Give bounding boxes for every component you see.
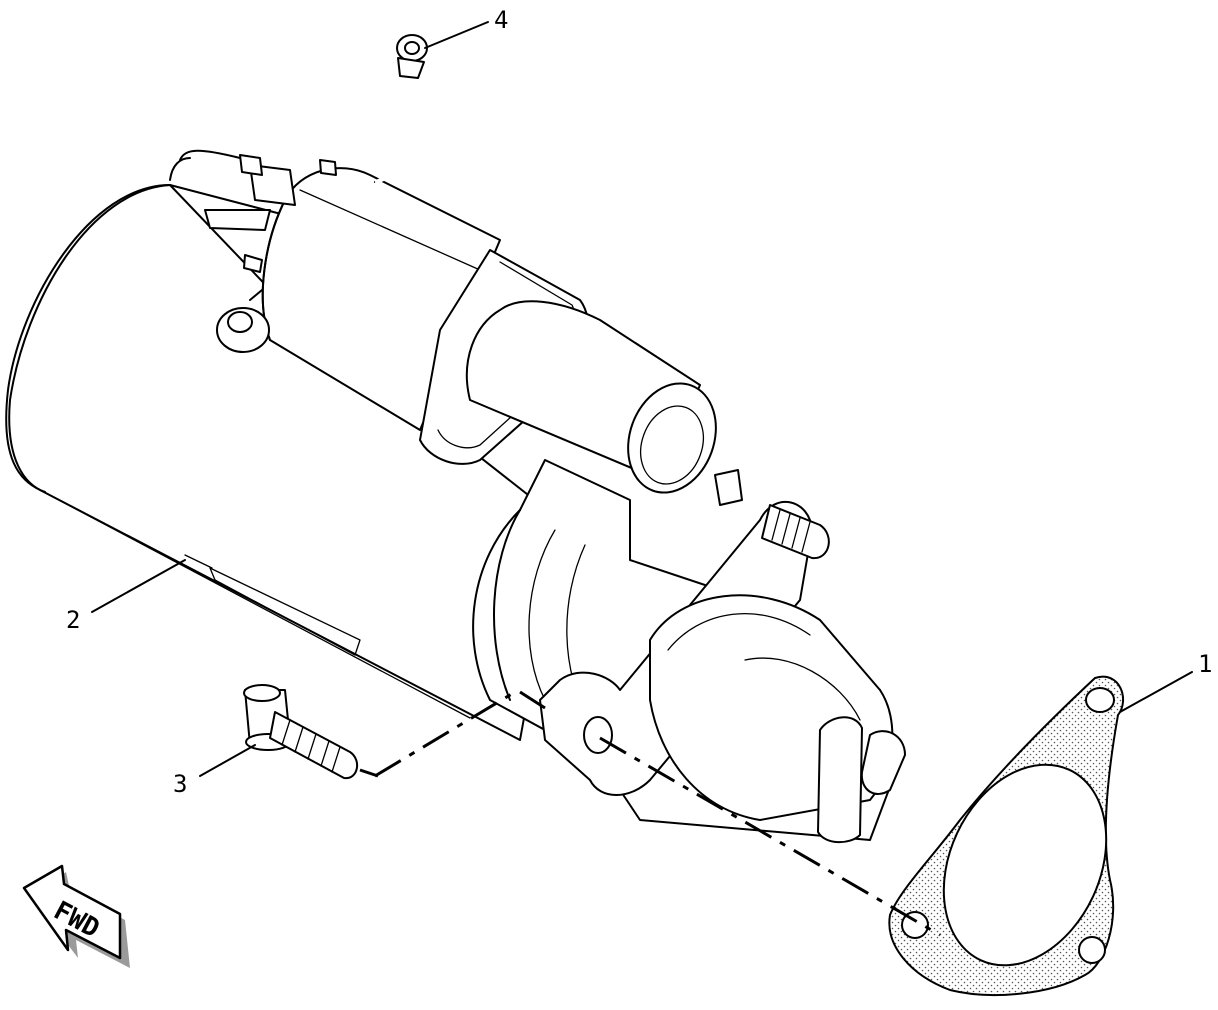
alignment-lines — [359, 690, 941, 937]
drive-tang — [817, 716, 863, 844]
mounting-bolt — [243, 684, 359, 780]
callout-3: 3 — [173, 770, 187, 798]
flange-stud — [714, 469, 830, 560]
ground-terminal — [216, 289, 270, 353]
callout-4: 4 — [494, 6, 508, 34]
leader-lines — [91, 21, 1193, 777]
fwd-direction-arrow: FWD — [22, 864, 130, 968]
gasket — [888, 675, 1124, 996]
callout-2: 2 — [66, 606, 80, 634]
ground-wire — [374, 34, 428, 184]
starter-motor — [5, 149, 906, 844]
callout-1: 1 — [1198, 650, 1212, 678]
solenoid-terminals — [169, 149, 337, 273]
motor-end-cap — [8, 184, 171, 493]
